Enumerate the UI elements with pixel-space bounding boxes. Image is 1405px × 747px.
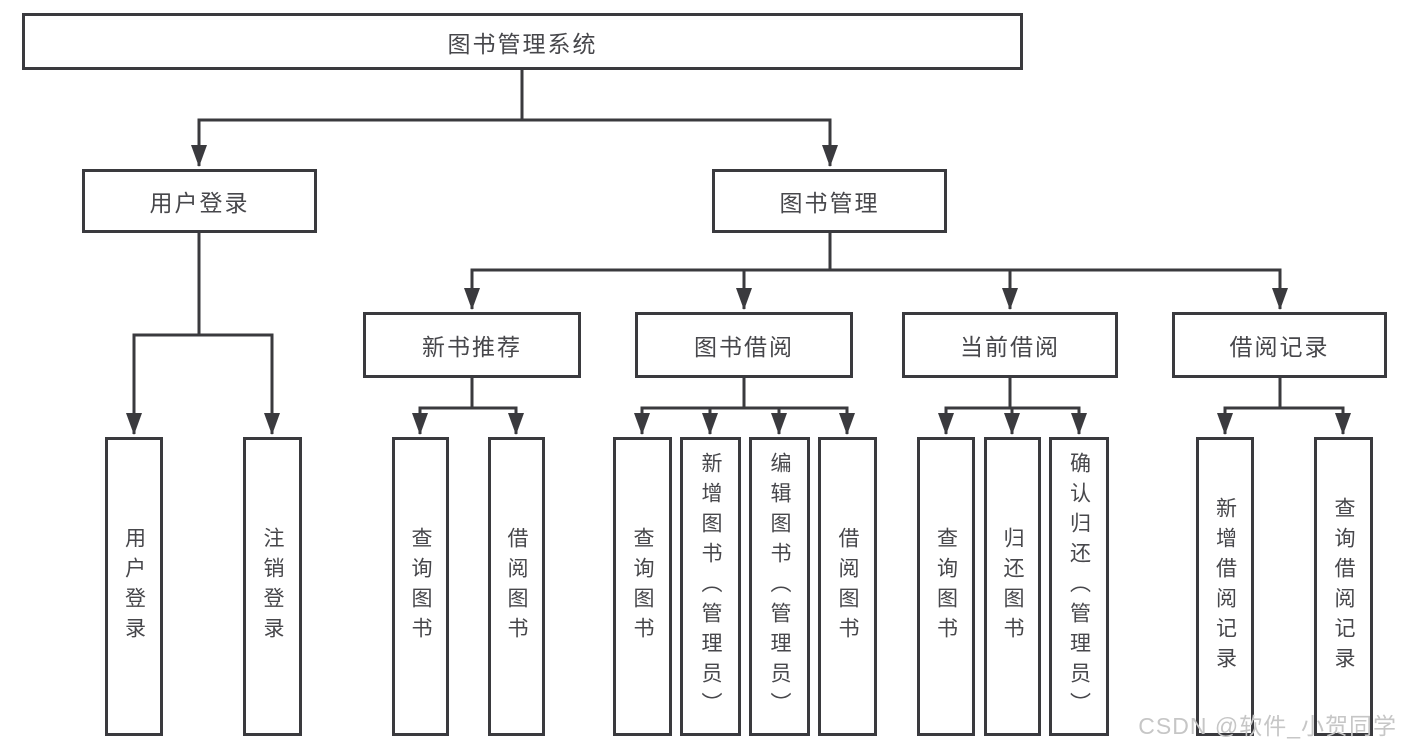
node-book-borrow: 图书借阅 [635,312,853,378]
connector-book-mgmt-to-level3 [464,233,1288,310]
watermark: CSDN @软件_小贺同学 [1138,713,1397,739]
node-book-management: 图书管理 [712,169,947,233]
leaf-query-books-recommend-label: 查询图书 [409,526,432,647]
leaf-edit-books-admin-label: 编辑图书（管理员） [768,451,791,722]
node-current-borrow-label: 当前借阅 [960,334,1060,360]
connector-book-borrow-to-leaves [634,378,855,435]
leaf-query-books-borrow-label: 查询图书 [631,526,654,647]
leaf-query-borrow-record-label: 查询借阅记录 [1332,496,1355,677]
node-user-login: 用户登录 [82,169,317,233]
leaf-user-login: 用户登录 [105,437,163,736]
connector-current-borrow-to-leaves [938,378,1087,435]
leaf-query-books-recommend: 查询图书 [392,437,449,736]
leaf-borrow-books-label: 借阅图书 [836,526,859,647]
node-new-book-recommend: 新书推荐 [363,312,581,378]
leaf-query-books-current: 查询图书 [917,437,975,736]
leaf-logout-label: 注销登录 [261,526,284,647]
connector-new-books-to-leaves [412,378,524,435]
node-root: 图书管理系统 [22,13,1023,70]
node-root-label: 图书管理系统 [447,30,598,57]
node-book-borrow-label: 图书借阅 [694,334,794,360]
connector-borrow-records-to-leaves [1217,378,1351,435]
leaf-add-borrow-record: 新增借阅记录 [1196,437,1254,736]
leaf-add-borrow-record-label: 新增借阅记录 [1213,496,1237,677]
leaf-add-books-admin-label: 新增图书（管理员） [699,451,722,722]
leaf-confirm-return-admin-label: 确认归还（管理员） [1067,451,1091,722]
node-borrow-records-label: 借阅记录 [1229,334,1330,360]
node-user-login-label: 用户登录 [149,190,250,216]
connector-root-to-level2 [191,70,838,167]
node-new-book-recommend-label: 新书推荐 [422,334,522,360]
leaf-confirm-return-admin: 确认归还（管理员） [1049,437,1109,736]
leaf-add-books-admin: 新增图书（管理员） [680,437,741,736]
leaf-return-books: 归还图书 [984,437,1041,736]
node-book-management-label: 图书管理 [779,190,880,216]
leaf-edit-books-admin: 编辑图书（管理员） [749,437,810,736]
leaf-query-books-current-label: 查询图书 [934,526,958,647]
leaf-return-books-label: 归还图书 [1001,526,1024,647]
leaf-borrow-books-recommend-label: 借阅图书 [505,526,528,647]
node-current-borrow: 当前借阅 [902,312,1118,378]
leaf-borrow-books-recommend: 借阅图书 [488,437,545,736]
connector-user-login-to-leaves [126,233,280,435]
leaf-logout: 注销登录 [243,437,302,736]
leaf-borrow-books: 借阅图书 [818,437,877,736]
leaf-user-login-label: 用户登录 [122,526,146,647]
leaf-query-books-borrow: 查询图书 [613,437,672,736]
node-borrow-records: 借阅记录 [1172,312,1387,378]
leaf-query-borrow-record: 查询借阅记录 [1314,437,1373,736]
